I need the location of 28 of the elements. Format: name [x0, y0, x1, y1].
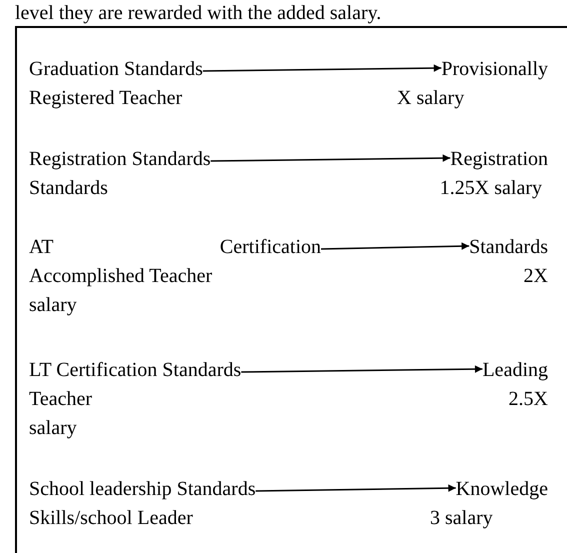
- node-text: Registration: [450, 147, 548, 171]
- text-line: Registered Teacher: [29, 86, 182, 110]
- node-text: LT Certification Standards: [29, 358, 242, 382]
- text-line: 3 salary: [430, 506, 493, 530]
- text-line: salary: [29, 416, 77, 440]
- arrow: [202, 64, 442, 72]
- text-line: Standards: [29, 176, 108, 200]
- arrow: [320, 242, 470, 250]
- node-text: Knowledge: [456, 477, 548, 501]
- node-text: Graduation Standards: [29, 57, 203, 81]
- arrow: [256, 484, 456, 492]
- text-line: X salary: [397, 86, 464, 110]
- text-line: Accomplished Teacher: [29, 264, 212, 288]
- node-text: Registration Standards: [29, 147, 211, 171]
- text-line: Teacher: [29, 387, 92, 411]
- text-line: salary: [29, 293, 77, 317]
- text-line: 2X: [524, 264, 548, 288]
- text-line: 1.25X salary: [440, 176, 542, 200]
- text-line: level they are rewarded with the added salary.: [15, 1, 382, 25]
- text-line: Skills/school Leader: [29, 506, 193, 530]
- node-text: AT Certification: [29, 235, 321, 259]
- node-text: School leadership Standards: [29, 477, 256, 501]
- node-text: Provisionally: [441, 57, 548, 81]
- node-text: Leading: [482, 358, 548, 382]
- arrow: [241, 365, 482, 373]
- text-line: 2.5X: [508, 387, 548, 411]
- node-text: Standards: [469, 235, 548, 259]
- arrow: [210, 154, 450, 162]
